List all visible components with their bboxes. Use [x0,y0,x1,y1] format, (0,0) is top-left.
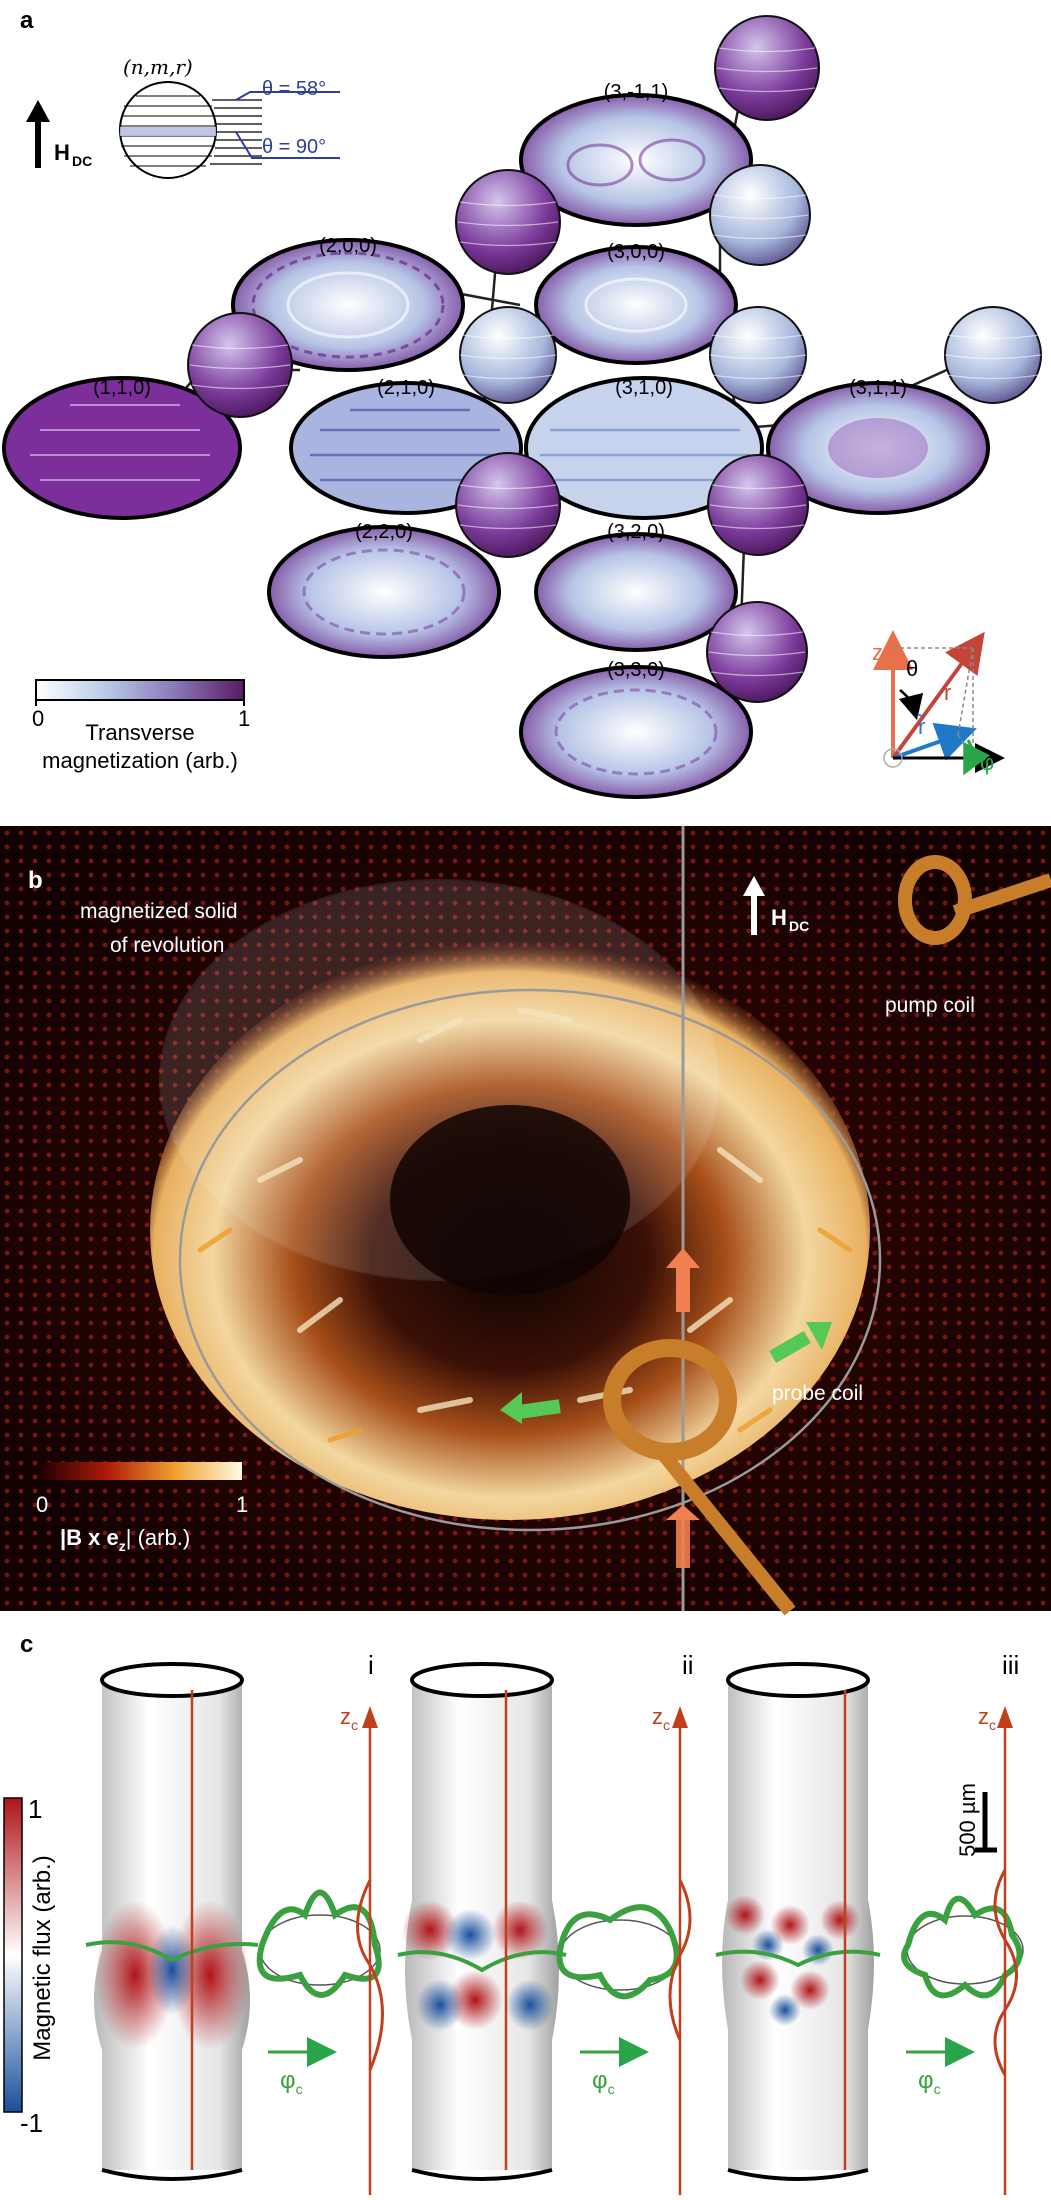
colorbar-c-label: Magnetic flux (arb.) [29,1855,56,2060]
panel-letter-a: a [20,7,34,34]
colorbar-b-min: 0 [36,1492,48,1517]
phic-label-i: φc [280,2067,303,2097]
colorbar-c-min: -1 [20,2108,43,2138]
panel-c: c 1 -1 Magnetic flux (arb.) [3,1631,1024,2195]
axis-r-label: r [944,680,951,705]
oscillation-arrows [666,1248,700,1568]
mode-disk-3m11: (3,-1,1) [519,81,753,227]
mode-label-310: (3,1,0) [615,377,673,399]
roman-ii: ii [682,1650,694,1680]
zc-label-iii: zc [978,1704,996,1733]
pump-coil [898,855,1051,945]
mode-disk-200: (2,0,0) [231,235,465,372]
mode-label-300: (3,0,0) [607,241,665,263]
mode-label-330: (3,3,0) [607,659,665,681]
axis-z-label: z [872,640,883,665]
colorbar-c: 1 -1 Magnetic flux (arb.) [3,1794,56,2138]
sphere-311 [944,306,1042,404]
field-arrow-a: H DC [26,100,92,169]
azimuthal-arrows [500,1322,832,1424]
mode-loop-iii [901,1895,1024,1999]
panel-letter-b: b [28,867,43,894]
mode-loop-i [256,1889,382,1998]
field-sub-b: DC [789,918,809,934]
sphere-330 [706,601,808,703]
colorbar-a-label1: Transverse [85,720,194,745]
mode-disk-330: (3,3,0) [519,659,753,799]
sphere-320 [707,454,809,556]
sphere-3m11 [714,15,820,121]
mode-label-110: (1,1,0) [93,377,151,399]
phic-label-ii: φc [592,2067,615,2097]
zc-label-i: zc [340,1704,358,1733]
probe-coil [603,1339,796,1616]
phic-label-iii: φc [918,2067,941,2097]
colorbar-a-max: 1 [238,706,250,731]
field-arrow-b: H DC [743,876,809,935]
colorbar-b-max: 1 [236,1492,248,1517]
mode-disk-311: (3,1,1) [766,377,990,515]
scale-bar: 500 µm [955,1783,997,1857]
colorbar-a: 0 1 Transverse magnetization (arb.) [32,679,250,773]
panel-a: a H DC (n,m,r) [2,7,1042,799]
mode-label-320: (3,2,0) [607,521,665,543]
axis-rtilde-label: r̃ [916,714,925,739]
mode-disk-220: (2,2,0) [267,521,501,659]
sphere-110 [187,312,293,418]
coordinate-axes: z θ r r̃ φ [872,630,1005,776]
sphere-300 [709,164,811,266]
cylinder-ii [397,1662,567,2181]
panel-b: b [0,826,1051,1616]
theta-90-label: θ = 90° [262,136,326,158]
mode-spheres [187,15,1042,703]
zc-profiles [356,1706,1018,2195]
sphere-310 [709,306,807,404]
mode-label-311: (3,1,1) [849,377,907,399]
mode-label-200: (2,0,0) [319,235,377,257]
cylinder-i [85,1662,259,2181]
sphere-200 [455,169,561,275]
mode-disk-110: (1,1,0) [2,376,242,520]
mode-loop-ii [556,1904,681,2000]
mode-disk-320: (3,2,0) [534,521,738,652]
scale-bar-label: 500 µm [955,1783,980,1857]
legend-sphere: (n,m,r) θ = 58° θ = 90° [119,55,340,179]
colorbar-c-max: 1 [28,1794,42,1824]
roman-iii: iii [1002,1650,1019,1680]
mode-disk-310: (3,1,0) [524,376,764,520]
probe-coil-label: probe coil [772,1382,863,1405]
mode-disk-300: (3,0,0) [534,241,738,365]
field-label-b: H [771,905,787,930]
magnetized-solid [150,879,882,1532]
colorbar-a-label2: magnetization (arb.) [42,748,238,773]
axis-phi-label: φ [980,750,994,775]
panel-letter-c: c [20,1631,33,1658]
field-sub-a: DC [72,153,92,169]
zc-label-ii: zc [652,1704,670,1733]
solid-label-line2: of revolution [110,934,224,957]
pump-coil-label: pump coil [885,994,975,1017]
sphere-210 [459,306,557,404]
mode-label-210: (2,1,0) [377,377,435,399]
roman-i: i [368,1650,374,1680]
mode-label-3m11: (3,-1,1) [604,81,668,103]
colorbar-b-label: |B x ez| (arb.) [60,1525,190,1554]
mode-label-220: (2,2,0) [355,521,413,543]
solid-label-line1: magnetized solid [80,900,238,923]
cylinder-iii [715,1662,881,2181]
field-label-a: H [54,140,70,165]
sphere-220 [455,452,561,558]
colorbar-a-min: 0 [32,706,44,731]
axis-theta-label: θ [906,656,918,681]
theta-58-label: θ = 58° [262,78,326,100]
colorbar-b: 0 1 |B x ez| (arb.) [36,1462,248,1554]
legend-tuple: (n,m,r) [123,55,193,79]
